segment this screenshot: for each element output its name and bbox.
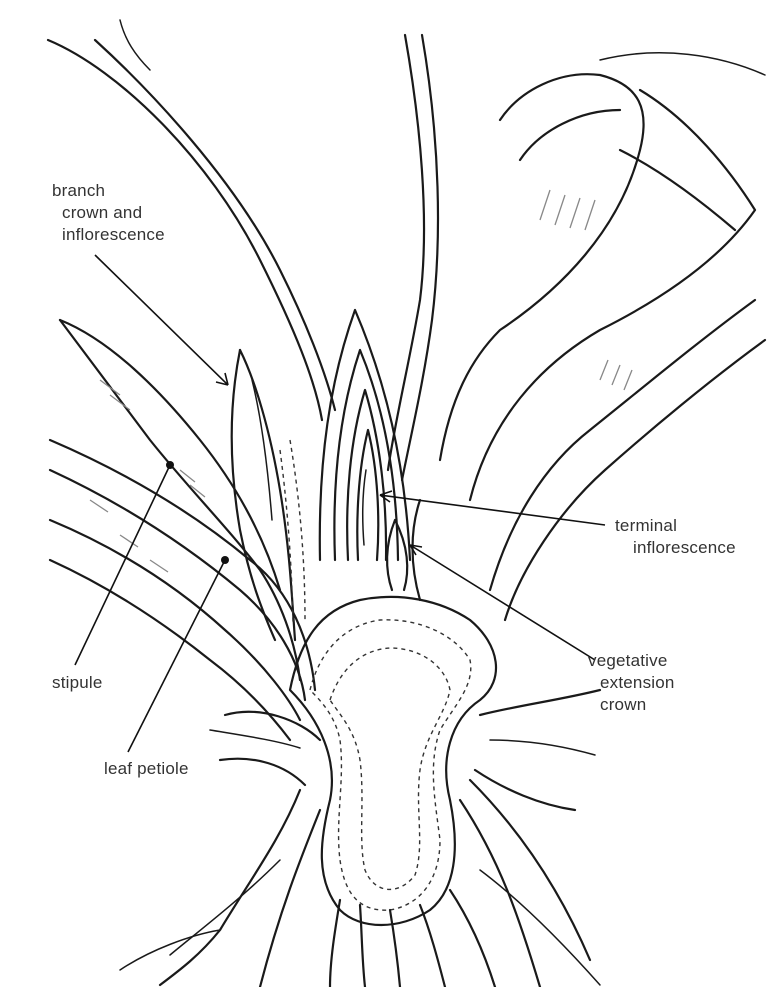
label-leaf-petiole: leaf petiole	[104, 758, 189, 780]
label-vegetative-line-2: extension	[588, 672, 675, 694]
label-stipule: stipule	[52, 672, 103, 694]
label-terminal-line-1: terminal	[615, 515, 736, 537]
label-branch-crown-and-inflorescence: branch crown and inflorescence	[52, 180, 165, 246]
label-vegetative-line-1: vegetative	[588, 650, 675, 672]
label-stipule-text: stipule	[52, 672, 103, 694]
label-terminal-line-2: inflorescence	[615, 537, 736, 559]
plant-illustration	[48, 20, 765, 987]
label-terminal-inflorescence: terminal inflorescence	[615, 515, 736, 559]
label-branch-line-3: inflorescence	[52, 224, 165, 246]
label-vegetative-line-3: crown	[588, 694, 675, 716]
label-leaf-petiole-text: leaf petiole	[104, 758, 189, 780]
label-branch-line-1: branch	[52, 180, 165, 202]
label-branch-line-2: crown and	[52, 202, 165, 224]
label-vegetative-extension-crown: vegetative extension crown	[588, 650, 675, 716]
